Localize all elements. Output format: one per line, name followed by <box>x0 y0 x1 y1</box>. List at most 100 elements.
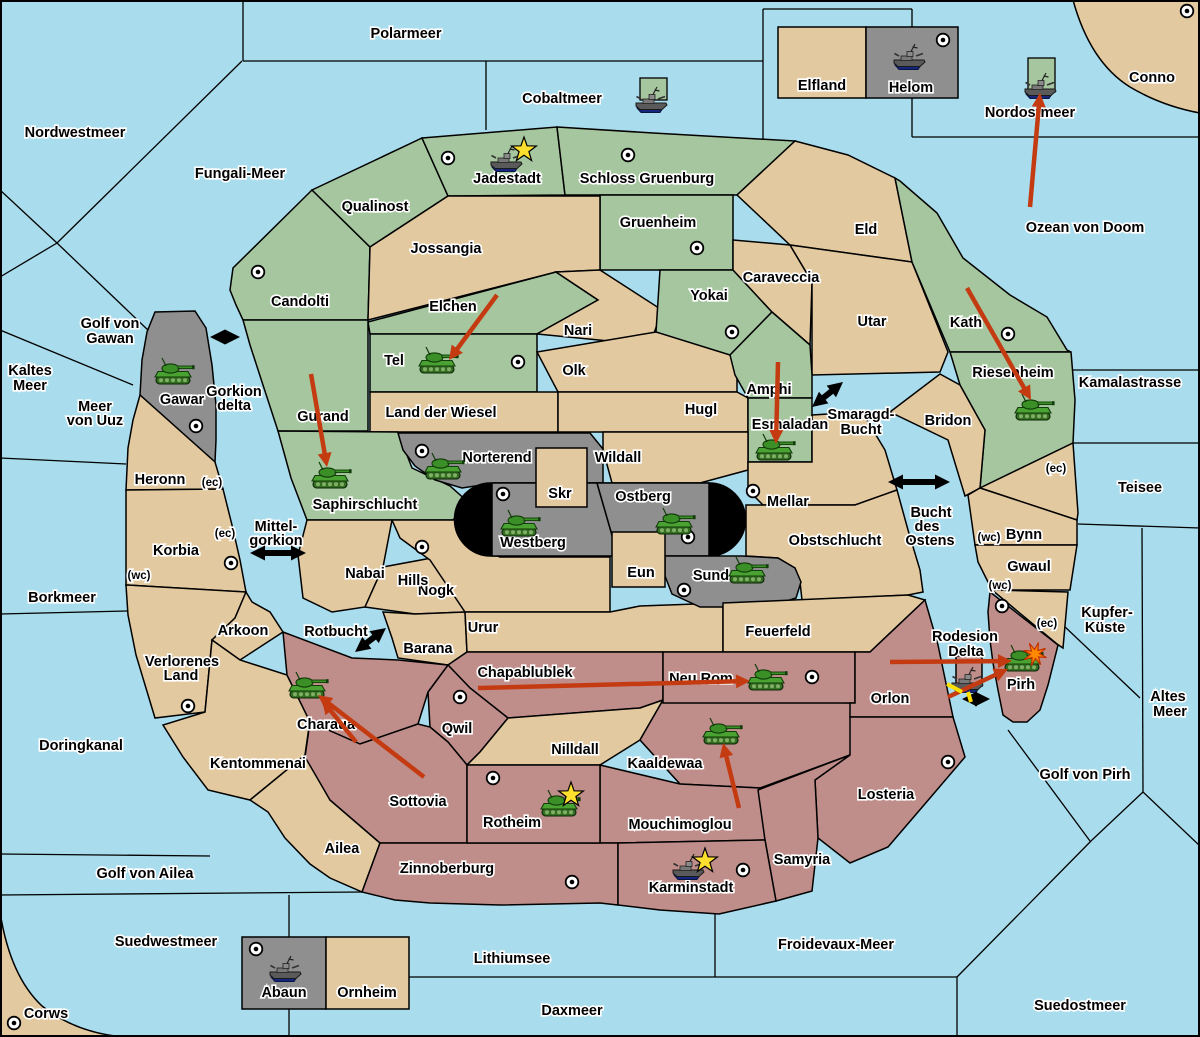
territory-label-feuerfeld: Feuerfeld <box>745 624 810 640</box>
territory-label-nabai: Nabai <box>345 566 385 582</box>
ship-unit-abaun[interactable] <box>269 955 302 982</box>
tank-unit-riesenheim[interactable] <box>1014 393 1055 421</box>
move-arrow <box>889 654 1012 669</box>
territory-nilldall[interactable] <box>465 698 665 766</box>
sea-label: Nordwestmeer <box>25 125 126 141</box>
tank-unit-rotheim[interactable] <box>540 789 581 817</box>
supply-center-icon <box>689 240 705 256</box>
territory-label-nari: Nari <box>564 323 592 339</box>
supply-center-icon <box>1179 3 1195 19</box>
move-arrow <box>719 743 742 809</box>
sea-label: Teisee <box>1118 480 1162 496</box>
territory-label-orlon: Orlon <box>871 691 910 707</box>
passage-arrow <box>210 329 240 345</box>
sea-label: Bucht <box>910 505 951 521</box>
sea-label: Mittel- <box>255 519 298 535</box>
territory-label-corws: Corws <box>24 1006 68 1022</box>
sea-label: Meer <box>1153 704 1187 720</box>
ship-unit-cobaltmeer[interactable] <box>635 86 668 113</box>
territory-label-sund: Sund <box>693 568 729 584</box>
territory-ornheim[interactable] <box>325 936 410 1010</box>
territory-nabai[interactable] <box>297 519 393 613</box>
support-line <box>966 691 973 703</box>
territory-label-abaun: Abaun <box>261 985 306 1001</box>
territory-label-hills: Hills <box>398 573 429 589</box>
territory-bynn[interactable] <box>967 487 1078 546</box>
territory-label-bynn: (wc) <box>978 532 1001 544</box>
territory-label-samyria: Samyria <box>774 852 831 868</box>
move-arrow <box>1027 93 1046 208</box>
tank-unit-sund[interactable] <box>728 556 769 584</box>
tank-unit-neu-rom[interactable] <box>747 663 788 691</box>
territory-label-conno: Conno <box>1129 70 1175 86</box>
territory-label-zinnoberburg: Zinnoberburg <box>400 861 494 877</box>
territory-label-saphirschlucht: Saphirschlucht <box>313 497 418 513</box>
sea-label: Golf von Pirh <box>1039 767 1130 783</box>
territory-gwaul-tip[interactable] <box>989 589 1069 650</box>
territory-label-elfland: Elfland <box>798 78 846 94</box>
territory-label-korbia: (ec) <box>215 528 236 540</box>
tank-unit-ostberg[interactable] <box>655 507 696 535</box>
territory-label-jossangia: Jossangia <box>411 241 483 257</box>
sea-border <box>956 839 1093 978</box>
territory-label-amphi: Amphi <box>746 382 791 398</box>
sea-label: Kupfer- <box>1081 605 1133 621</box>
sea-border <box>0 242 58 278</box>
sea-border <box>1142 791 1200 847</box>
territory-label-arkoon: Arkoon <box>218 623 269 639</box>
supply-center-icon <box>724 324 740 340</box>
sea-label: Smaragd- <box>828 407 895 423</box>
territory-label-ornheim: Ornheim <box>337 985 397 1001</box>
territory-bridon[interactable] <box>888 373 986 498</box>
territory-label-obstschlucht: Obstschlucht <box>789 533 882 549</box>
territory-label-urur: Urur <box>468 620 499 636</box>
territory-label-chapablublek: Chapablublek <box>477 665 573 681</box>
territory-label-norterend: Norterend <box>462 450 531 466</box>
tank-unit-saphirschlucht[interactable] <box>311 461 352 489</box>
sea-border <box>0 189 58 244</box>
territory-label-gawar: Gawar <box>160 392 205 408</box>
victory-star-icon <box>690 846 720 873</box>
ship-unit-helom[interactable] <box>893 43 926 70</box>
territory-rotheim[interactable] <box>466 764 601 844</box>
sea-label: Golf von Ailea <box>97 866 195 882</box>
supply-center-icon <box>804 669 820 685</box>
ship-unit-jadestadt[interactable] <box>490 145 523 172</box>
territory-label-sottovia: Sottovia <box>389 794 447 810</box>
territory-label-gruenheim: Gruenheim <box>620 215 697 231</box>
territory-label-esmaladan: Esmaladan <box>752 417 829 433</box>
move-arrow <box>449 293 499 360</box>
tank-unit-westberg[interactable] <box>500 509 541 537</box>
passage-arrow <box>888 474 950 490</box>
territory-gwaul[interactable] <box>974 544 1078 591</box>
sea-label: Suedostmeer <box>1034 998 1126 1014</box>
tank-unit-charaua[interactable] <box>288 671 329 699</box>
territory-eun[interactable] <box>611 531 666 588</box>
sea-label: Gorkion <box>206 384 262 400</box>
territory-label-caraveccia: Caraveccia <box>743 270 821 286</box>
tank-unit-norterend[interactable] <box>424 452 465 480</box>
territory-label-barana: Barana <box>403 641 453 657</box>
territory-kath[interactable] <box>893 176 1072 353</box>
supply-center-icon <box>745 483 761 499</box>
tank-unit-kaaldewaa[interactable] <box>702 717 743 745</box>
sea-border <box>1141 527 1144 793</box>
sea-label: Altes <box>1150 689 1185 705</box>
supply-center-icon <box>180 698 196 714</box>
sea-label: Nordostmeer <box>985 105 1076 121</box>
tank-unit-gawar[interactable] <box>154 357 195 385</box>
territory-label-candolti: Candolti <box>271 294 329 310</box>
territory-label-qualinost: Qualinost <box>342 199 409 215</box>
ship-unit-nordostmeer[interactable] <box>1024 72 1057 99</box>
territory-skr[interactable] <box>535 447 588 508</box>
sea-label: Meer <box>78 399 112 415</box>
territory-conno[interactable] <box>1072 0 1200 114</box>
territory-gruenheim[interactable] <box>599 194 734 271</box>
sea-label: Polarmeer <box>371 26 442 42</box>
supply-center-icon <box>440 150 456 166</box>
territory-hugl[interactable] <box>557 391 749 433</box>
sea-label: Rodesion <box>932 629 998 645</box>
territory-amphi[interactable] <box>729 310 813 399</box>
